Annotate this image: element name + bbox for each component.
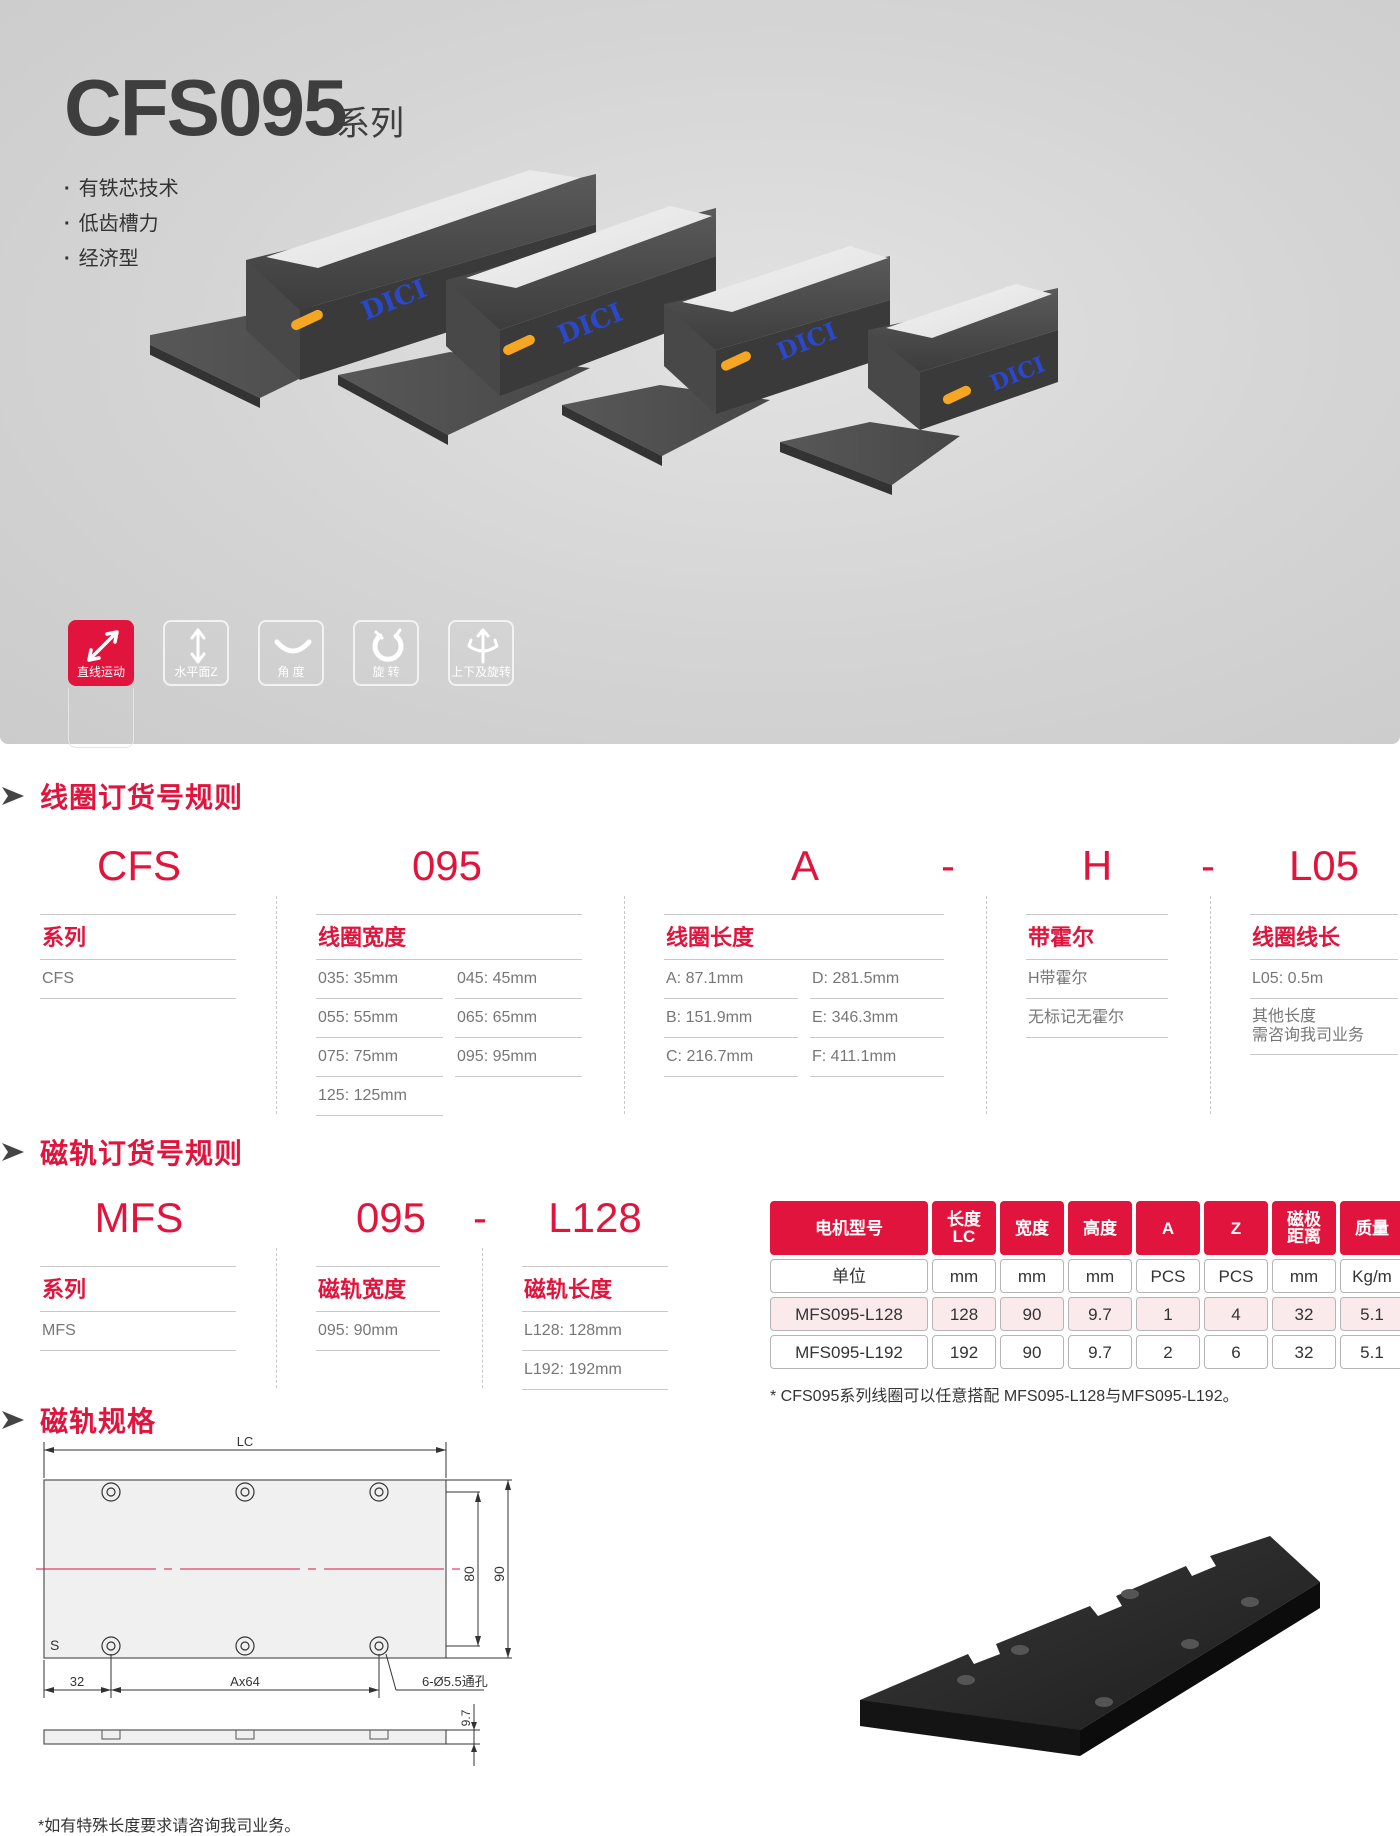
motor-unit: DICI xyxy=(562,246,890,466)
product-render: DICI DICI DICI xyxy=(150,170,1058,495)
code-series: CFS xyxy=(97,842,181,889)
feature-item: 低齿槽力 xyxy=(64,207,179,242)
divider xyxy=(624,896,625,1114)
icon-reflection xyxy=(68,688,134,748)
coil-width-column: 线圈宽度 035: 35mm 045: 45mm 055: 55mm 065: … xyxy=(316,914,582,1116)
code-dash: - xyxy=(941,842,955,889)
motion-rotate[interactable]: 旋 转 xyxy=(353,620,419,686)
product-subtitle: 系列 xyxy=(336,105,404,143)
section-coil-order: 线圈订货号规则 xyxy=(0,776,243,816)
rotation-icon xyxy=(372,628,404,662)
divider xyxy=(482,1248,483,1388)
divider xyxy=(276,896,277,1114)
coil-hall-column: 带霍尔 H带霍尔 无标记无霍尔 xyxy=(1026,914,1168,1038)
divider xyxy=(986,896,987,1114)
svg-text:90: 90 xyxy=(491,1566,507,1582)
feature-item: 有铁芯技术 xyxy=(64,172,179,207)
motor-unit: DICI xyxy=(338,206,716,445)
rail-drawing: LC S 80 90 32 Ax64 6-Ø5.5通孔 9.7 xyxy=(36,1434,512,1766)
code-width: 095 xyxy=(411,842,483,889)
motion-type-icons: 直线运动 水平面Z 角 度 旋 转 上下及旋转 xyxy=(68,620,514,686)
arc-arrow-icon xyxy=(274,639,312,654)
motion-updown-rotate[interactable]: 上下及旋转 xyxy=(448,620,514,686)
svg-text:80: 80 xyxy=(461,1566,477,1582)
table-row: MFS095-L192 192 90 9.7 2 6 32 5.1 xyxy=(770,1335,1400,1369)
rail-spec-table: 电机型号 长度 LC 宽度 高度 A Z 磁极 距离 质量 单位 mm mm m… xyxy=(770,1201,1400,1373)
coil-length-column: 线圈长度 A: 87.1mm D: 281.5mm B: 151.9mm E: … xyxy=(664,914,944,1077)
motion-linear[interactable]: 直线运动 xyxy=(68,620,134,686)
coil-cable-column: 线圈线长 L05: 0.5m 其他长度 需咨询我司业务 xyxy=(1250,914,1398,1055)
svg-text:6-Ø5.5通孔: 6-Ø5.5通孔 xyxy=(422,1674,488,1689)
section-rail-spec: 磁轨规格 xyxy=(0,1400,156,1440)
vertical-arrow-icon xyxy=(190,628,206,664)
rail-code-length: L128 xyxy=(548,1194,642,1241)
svg-text:LC: LC xyxy=(237,1434,254,1449)
coil-series-column: 系列 CFS xyxy=(40,914,236,999)
code-length: A xyxy=(790,842,819,889)
motor-unit: DICI xyxy=(780,284,1058,495)
feature-list: 有铁芯技术 低齿槽力 经济型 xyxy=(64,172,179,277)
table-row: MFS095-L128 128 90 9.7 1 4 32 5.1 xyxy=(770,1297,1400,1331)
table-header-row: 电机型号 长度 LC 宽度 高度 A Z 磁极 距离 质量 xyxy=(770,1201,1400,1255)
code-hall: H xyxy=(1081,842,1113,889)
rail-length-column: 磁轨长度 L128: 128mm L192: 192mm xyxy=(522,1266,668,1390)
code-dash: - xyxy=(473,1194,487,1241)
feature-item: 经济型 xyxy=(64,242,179,277)
section-rail-order: 磁轨订货号规则 xyxy=(0,1132,243,1172)
hero-banner: CFS095 系列 有铁芯技术 低齿槽力 经济型 DICI xyxy=(0,0,1400,744)
code-cable: L05 xyxy=(1288,842,1360,889)
svg-text:9.7: 9.7 xyxy=(459,1709,473,1726)
code-dash: - xyxy=(1201,842,1215,889)
divider xyxy=(1210,896,1211,1114)
motion-angle[interactable]: 角 度 xyxy=(258,620,324,686)
motion-z[interactable]: 水平面Z xyxy=(163,620,229,686)
svg-text:S: S xyxy=(50,1637,59,1653)
rotate-updown-icon xyxy=(467,628,499,664)
rail-series-column: 系列 MFS xyxy=(40,1266,236,1351)
table-row: 单位 mm mm mm PCS PCS mm Kg/m xyxy=(770,1259,1400,1293)
product-title: CFS095 xyxy=(64,63,347,152)
custom-length-note: *如有特殊长度要求请咨询我司业务。 xyxy=(38,1818,301,1835)
rail-code-series: MFS xyxy=(94,1194,184,1241)
pairing-note: * CFS095系列线圈可以任意搭配 MFS095-L128与MFS095-L1… xyxy=(770,1388,1239,1405)
rail-width-column: 磁轨宽度 095: 90mm xyxy=(316,1266,440,1351)
play-arrow-icon xyxy=(2,1411,24,1429)
rail-code-width: 095 xyxy=(355,1194,427,1241)
svg-text:Ax64: Ax64 xyxy=(230,1674,260,1689)
rail-photo xyxy=(860,1536,1320,1756)
play-arrow-icon xyxy=(2,787,24,805)
divider xyxy=(276,1248,277,1388)
play-arrow-icon xyxy=(2,1143,24,1161)
diagonal-arrow-icon xyxy=(87,630,119,662)
svg-text:32: 32 xyxy=(70,1674,84,1689)
